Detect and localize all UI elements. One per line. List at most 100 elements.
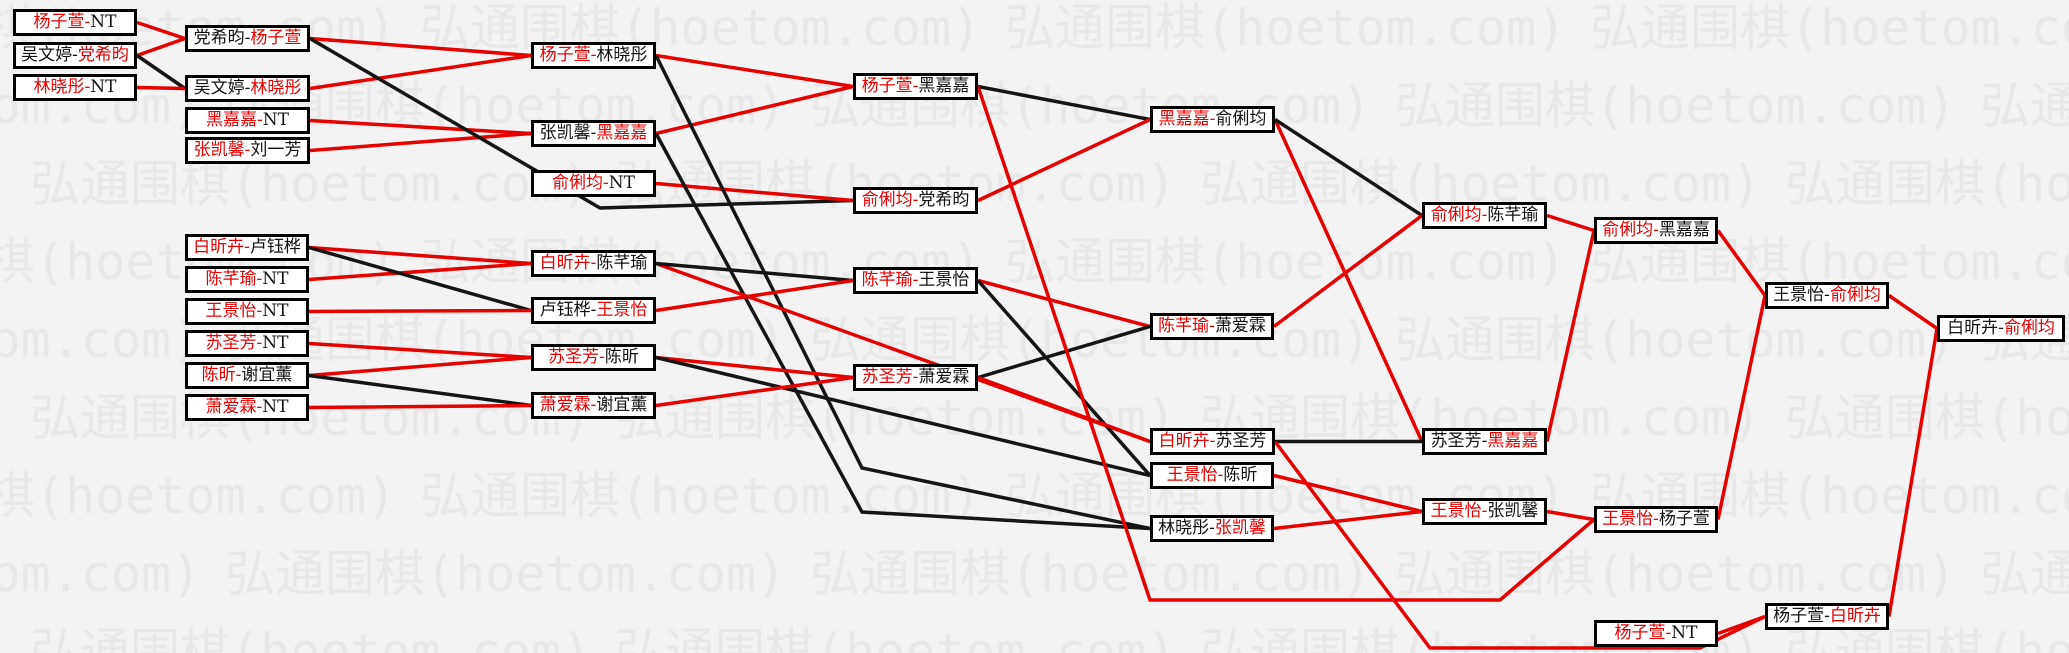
match-node-G3[interactable]: 杨子萱-NT — [1594, 620, 1718, 647]
bracket-edge-B10-C7 — [308, 403, 532, 410]
bracket-edge-B6-C4 — [308, 261, 532, 282]
player-name-right: 王景怡 — [918, 270, 970, 290]
player-name-left: 王景怡- — [1602, 509, 1659, 529]
player-name-left: 白昕卉- — [193, 237, 250, 257]
bracket-edge-B9-C7 — [308, 373, 532, 408]
bracket-edge-E4-F3 — [1273, 473, 1423, 514]
bracket-edge-G1-H1 — [1716, 229, 1767, 297]
bracket-edge-C2-D1 — [655, 84, 854, 136]
player-name-right: 白昕卉 — [1829, 606, 1881, 626]
bracket-edge-C4-D3 — [655, 261, 854, 283]
match-node-B6[interactable]: 陈芊瑜-NT — [185, 266, 309, 293]
match-node-B10[interactable]: 萧爱霖-NT — [185, 394, 309, 421]
match-node-I1[interactable]: 白昕卉-俞俐均 — [1937, 315, 2065, 342]
match-node-B8[interactable]: 苏圣芳-NT — [185, 330, 309, 357]
player-name-left: 林晓彤- — [1158, 518, 1215, 538]
player-name-left: 萧爱霖- — [205, 397, 263, 417]
bracket-edge-D3-E4 — [976, 279, 1152, 477]
match-node-B1[interactable]: 党希昀-杨子萱 — [185, 25, 310, 52]
player-name-right: 俞俐均 — [1829, 285, 1881, 305]
bracket-edge-C6-E4 — [655, 355, 1151, 478]
player-name-left: 俞俐均- — [861, 190, 919, 210]
match-node-B2[interactable]: 吴文婷-林晓彤 — [185, 75, 310, 102]
bracket-edge-D4-E2 — [977, 324, 1151, 380]
match-node-B7[interactable]: 王景怡-NT — [185, 298, 309, 325]
match-node-D2[interactable]: 俞俐均-党希昀 — [853, 187, 978, 214]
bracket-edge-G2-H1 — [1716, 295, 1767, 520]
match-node-D3[interactable]: 陈芊瑜-王景怡 — [853, 267, 978, 294]
bracket-edge-A2-B1 — [136, 36, 186, 58]
match-node-B3[interactable]: 黑嘉嘉-NT — [185, 107, 310, 134]
bracket-edge-C5-D3 — [655, 278, 854, 313]
bracket-edge-A2-B2 — [136, 54, 186, 90]
bracket-edge-B5-C5 — [308, 245, 532, 313]
player-name-left: 萧爱霖- — [539, 395, 597, 415]
player-name-right: 刘一芳 — [250, 140, 302, 160]
player-name-left: 陈芊瑜- — [1158, 316, 1215, 336]
player-name-right: NT — [608, 173, 635, 193]
match-node-D4[interactable]: 苏圣芳-萧爱霖 — [853, 364, 978, 391]
match-node-D1[interactable]: 杨子萱-黑嘉嘉 — [853, 73, 978, 100]
match-node-F3[interactable]: 王景怡-张凯馨 — [1422, 498, 1547, 525]
player-name-right: 林晓彤 — [250, 78, 302, 98]
bracket-edge-B7-C5 — [308, 308, 532, 314]
match-node-A3[interactable]: 林晓彤-NT — [13, 74, 137, 101]
bracket-edge-B1-C1 — [309, 36, 532, 58]
match-node-F2[interactable]: 苏圣芳-黑嘉嘉 — [1422, 428, 1547, 455]
bracket-edge-C6-D4 — [655, 355, 854, 380]
match-node-F1[interactable]: 俞俐均-陈芊瑜 — [1422, 202, 1547, 229]
match-node-C4[interactable]: 白昕卉-陈芊瑜 — [531, 250, 656, 277]
match-node-H1[interactable]: 王景怡-俞俐均 — [1765, 282, 1889, 309]
player-name-left: 陈芊瑜- — [861, 270, 919, 290]
match-node-B9[interactable]: 陈昕-谢宜薰 — [185, 362, 309, 389]
match-node-E1[interactable]: 黑嘉嘉-俞俐均 — [1150, 106, 1275, 133]
match-node-E4[interactable]: 王景怡-陈昕 — [1150, 462, 1274, 489]
player-name-left: 张凯馨- — [539, 123, 597, 143]
player-name-right: 杨子萱 — [1658, 509, 1710, 529]
bracket-edge-D3-E2 — [977, 278, 1151, 329]
player-name-left: 白昕卉- — [1158, 431, 1216, 451]
bracket-edge-E2-F1 — [1272, 214, 1424, 328]
player-name-right: 苏圣芳 — [1215, 431, 1267, 451]
match-node-C1[interactable]: 杨子萱-林晓彤 — [531, 42, 656, 69]
player-name-right: 黑嘉嘉 — [918, 76, 970, 96]
bracket-edge-A3-B2 — [136, 85, 186, 91]
player-name-left: 白昕卉- — [1947, 318, 2004, 338]
match-node-B5[interactable]: 白昕卉-卢钰桦 — [185, 234, 309, 261]
bracket-edge-E3-H2 — [1273, 440, 1766, 650]
match-node-B4[interactable]: 张凯馨-刘一芳 — [185, 137, 310, 164]
match-node-C2[interactable]: 张凯馨-黑嘉嘉 — [531, 120, 656, 147]
player-name-right: 萧爱霖 — [1214, 316, 1266, 336]
match-node-C6[interactable]: 苏圣芳-陈昕 — [531, 344, 656, 371]
player-name-right: 陈芊瑜 — [1487, 205, 1539, 225]
match-node-E5[interactable]: 林晓彤-张凯馨 — [1150, 515, 1274, 542]
player-name-left: 黑嘉嘉- — [206, 110, 263, 130]
player-name-left: 陈昕- — [201, 365, 242, 385]
match-node-E3[interactable]: 白昕卉-苏圣芳 — [1150, 428, 1275, 455]
bracket-edge-C1-E5 — [654, 54, 1151, 531]
player-name-right: NT — [262, 397, 289, 417]
bracket-edge-D4-E3 — [977, 375, 1151, 444]
match-node-C3[interactable]: 俞俐均-NT — [531, 170, 656, 197]
match-node-C5[interactable]: 卢钰桦-王景怡 — [531, 297, 656, 324]
player-name-left: 党希昀- — [193, 28, 251, 48]
player-name-left: 俞俐均- — [552, 173, 609, 193]
match-node-H2[interactable]: 杨子萱-白昕卉 — [1765, 603, 1889, 630]
bracket-edge-C7-D4 — [655, 375, 854, 408]
player-name-right: 陈昕 — [1223, 465, 1258, 485]
match-node-A1[interactable]: 杨子萱-NT — [13, 9, 137, 36]
bracket-edge-B3-C2 — [309, 118, 532, 136]
player-name-right: 王景怡 — [596, 300, 648, 320]
player-name-left: 陈芊瑜- — [205, 269, 263, 289]
bracket-edge-B9-C6 — [308, 355, 532, 378]
match-node-G2[interactable]: 王景怡-杨子萱 — [1594, 506, 1718, 533]
player-name-left: 杨子萱- — [33, 12, 91, 32]
match-node-A2[interactable]: 吴文婷-党希昀 — [13, 42, 137, 69]
match-node-E2[interactable]: 陈芊瑜-萧爱霖 — [1150, 313, 1274, 340]
match-node-C7[interactable]: 萧爱霖-谢宜薰 — [531, 392, 656, 419]
match-node-G1[interactable]: 俞俐均-黑嘉嘉 — [1594, 217, 1718, 244]
bracket-edge-B5-C4 — [308, 245, 532, 266]
player-name-left: 苏圣芳- — [1430, 431, 1488, 451]
player-name-left: 杨子萱- — [1614, 623, 1672, 643]
